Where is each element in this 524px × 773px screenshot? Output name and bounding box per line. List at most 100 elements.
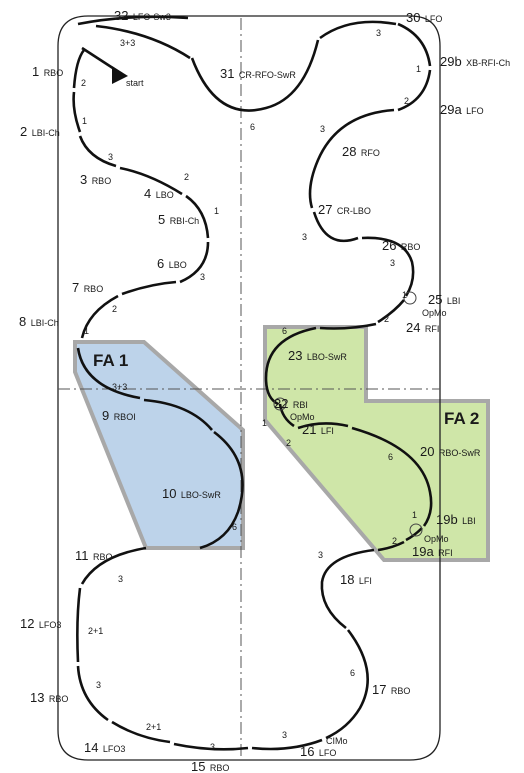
path-seg-31	[190, 39, 320, 112]
beat-count: 1	[402, 290, 407, 300]
path-seg-30	[319, 20, 397, 40]
beat-count: 3	[318, 550, 323, 560]
element-label-21: 21 LFI	[302, 421, 334, 438]
element-label-19b: 19b LBI	[436, 511, 476, 528]
element-label-18: 18 LFI	[340, 571, 372, 588]
path-seg-16	[251, 738, 323, 751]
path-seg-3plus3-mid	[76, 347, 141, 400]
path-seg-7	[121, 280, 177, 296]
path-seg-17	[325, 629, 369, 740]
element-label-29a: 29a LFO	[440, 101, 484, 118]
beat-count: 6	[282, 326, 287, 336]
beat-count: 1	[214, 206, 219, 216]
beat-count: 1	[412, 510, 417, 520]
beat-count: 3+3	[112, 382, 127, 392]
beat-count: 3	[320, 124, 325, 134]
element-label-29b: 29b XB-RFI-Ch	[440, 53, 510, 70]
turn-note-16: CIMo	[326, 736, 348, 746]
beat-count: 6	[250, 122, 255, 132]
path-seg-10	[199, 430, 244, 550]
turn-hub-25	[403, 291, 417, 305]
element-label-17: 17 RBO	[372, 681, 410, 698]
focus-area-1-shape	[73, 340, 245, 550]
path-seg-25	[377, 299, 405, 324]
element-label-31: 31 CR-RFO-SwR	[220, 65, 296, 82]
beat-count: 1	[262, 418, 267, 428]
element-label-15: 15 RBO	[191, 758, 229, 773]
turn-hub-22	[273, 397, 287, 411]
path-seg-12	[76, 587, 82, 663]
turn-hub-19	[409, 523, 423, 537]
path-seg-22	[278, 403, 295, 428]
element-label-24: 24 RFI	[406, 319, 439, 336]
path-seg-8	[80, 294, 119, 339]
path-seg-28	[308, 108, 395, 209]
rink-boundary	[57, 15, 441, 761]
element-label-20: 20 RBO-SwR	[420, 443, 481, 460]
path-seg-14	[111, 720, 171, 744]
beat-count: 6	[232, 522, 237, 532]
element-label-4: 4 LBO	[144, 185, 174, 202]
element-label-32: 32 LFO-Sw3	[114, 7, 171, 24]
element-label-27: 27 CR-LBO	[318, 201, 371, 218]
beat-count: 3	[282, 730, 287, 740]
element-label-25: 25 LBI	[428, 291, 460, 308]
path-seg-32	[77, 15, 189, 26]
beat-count: 2	[404, 96, 409, 106]
path-seg-6	[179, 241, 210, 284]
element-label-28: 28 RFO	[342, 143, 380, 160]
path-seg-23	[264, 326, 317, 406]
beat-count: 6	[350, 668, 355, 678]
path-seg-21	[297, 422, 349, 430]
beat-count: 2	[81, 78, 86, 88]
element-label-6: 6 LBO	[157, 255, 187, 272]
element-label-11: 11 RBO	[75, 547, 112, 564]
path-seg-3plus3-top	[95, 24, 191, 60]
element-label-19a: 19a RFI	[412, 543, 453, 560]
path-seg-26	[361, 236, 415, 297]
element-label-14: 14 LFO3	[84, 739, 125, 756]
element-label-22: 22 RBI	[274, 395, 308, 412]
path-seg-15	[173, 742, 249, 751]
beat-count: 3	[210, 742, 215, 752]
path-seg-11	[80, 546, 147, 585]
beat-count: 3	[376, 28, 381, 38]
path-seg-27	[312, 211, 359, 243]
beat-count: 2	[384, 314, 389, 324]
beat-count: 2	[392, 536, 397, 546]
path-seg-18	[320, 548, 375, 630]
path-seg-2	[72, 91, 82, 133]
beat-count: 3	[200, 272, 205, 282]
path-seg-13	[76, 665, 109, 722]
element-label-9: 9 RBOI	[102, 407, 136, 424]
turn-note-22: OpMo	[290, 412, 315, 422]
element-label-8: 8 LBI-Ch	[19, 313, 59, 330]
path-seg-29a	[397, 69, 432, 112]
element-label-3: 3 RBO	[80, 171, 111, 188]
beat-count: 3	[390, 258, 395, 268]
element-label-2: 2 LBI-Ch	[20, 123, 60, 140]
path-seg-3	[78, 135, 117, 168]
element-label-26: 26 RBO	[382, 237, 420, 254]
element-label-1: 1 RBO	[32, 63, 63, 80]
turn-note-25: OpMo	[422, 308, 447, 318]
beat-count: 3	[302, 232, 307, 242]
path-seg-29b	[397, 22, 432, 67]
beat-count: 3	[108, 152, 113, 162]
beat-count: 1	[82, 116, 87, 126]
path-seg-4	[119, 166, 183, 196]
path-seg-20	[351, 426, 433, 527]
element-label-5: 5 RBI-Ch	[158, 211, 199, 228]
turn-note-19: OpMo	[424, 534, 449, 544]
start-arrow-icon	[112, 66, 128, 84]
element-label-16: 16 LFO	[300, 743, 336, 760]
element-label-7: 7 RBO	[72, 279, 103, 296]
path-seg-1	[72, 49, 86, 89]
beat-count: 3	[96, 680, 101, 690]
element-label-13: 13 RBO	[30, 689, 68, 706]
path-seg-19b	[405, 527, 423, 542]
beat-counts: 3+3 2 1 3 2 1 3 2 1 3+3 6 3 2+1 3 2+1 3 …	[81, 28, 421, 752]
beat-count: 1	[84, 326, 89, 336]
beat-count: 1	[416, 64, 421, 74]
path-seg-9	[143, 398, 213, 431]
